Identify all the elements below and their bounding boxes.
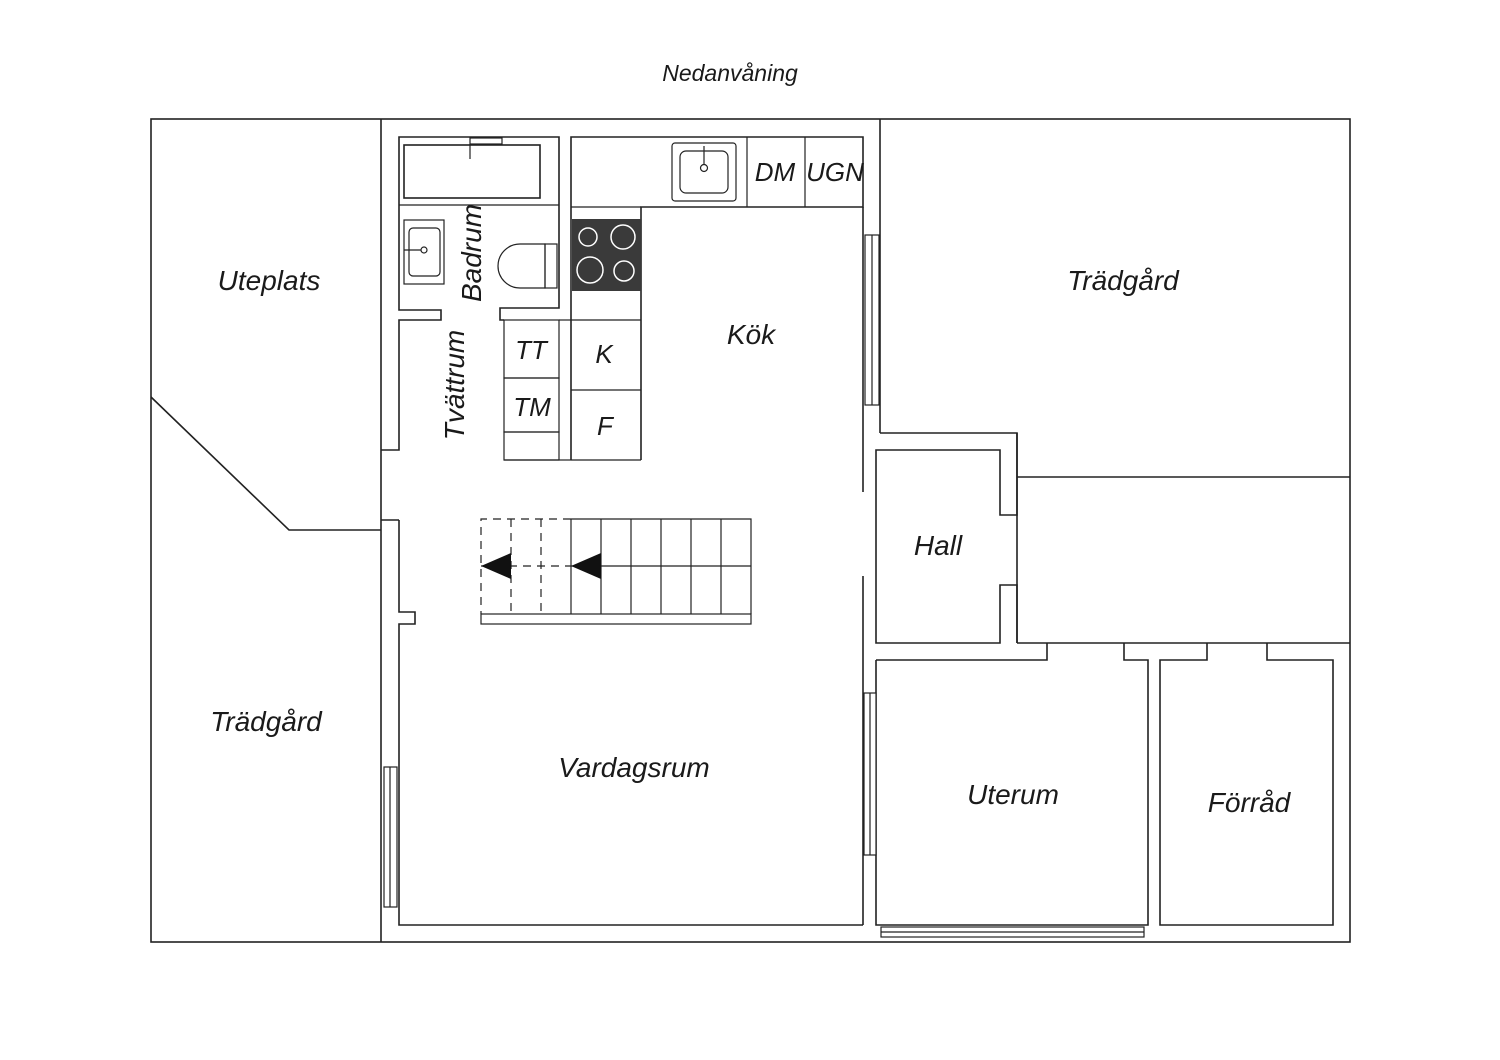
forrad-walls — [1159, 643, 1334, 926]
room-label-tradgard-left: Trädgård — [210, 706, 323, 737]
room-label-uteplats: Uteplats — [218, 265, 321, 296]
appliance-label-k: K — [595, 339, 614, 369]
appliance-label-f: F — [597, 411, 615, 441]
bath-wall — [381, 136, 560, 451]
appliance-label-dm: DM — [755, 157, 796, 187]
room-label-uterum: Uterum — [967, 779, 1059, 810]
outer-boundary — [150, 118, 1351, 943]
yard-divider-diagonal — [150, 396, 381, 531]
staircase — [480, 518, 752, 625]
bathroom-sink — [403, 219, 445, 285]
room-label-hall: Hall — [914, 530, 963, 561]
room-label-forrad: Förråd — [1208, 787, 1292, 818]
room-label-badrum: Badrum — [456, 204, 487, 302]
living-inner-wall — [398, 520, 863, 926]
appliance-label-tm: TM — [513, 392, 551, 422]
bathtub — [403, 144, 541, 199]
floor-title: Nedanvåning — [662, 60, 798, 86]
stair-arrow-icon — [571, 553, 601, 579]
room-label-tvattrum: Tvättrum — [439, 330, 470, 440]
kitchen-sink — [671, 142, 737, 202]
toilet — [497, 243, 546, 289]
appliance-label-tt: TT — [515, 335, 549, 365]
room-label-kok: Kök — [727, 319, 777, 350]
appliance-label-ugn: UGN — [806, 157, 864, 187]
room-label-vardagsrum: Vardagsrum — [558, 752, 709, 783]
room-label-tradgard-right: Trädgård — [1067, 265, 1180, 296]
stair-arrow-icon — [481, 553, 511, 579]
uterum-walls — [875, 643, 1149, 926]
